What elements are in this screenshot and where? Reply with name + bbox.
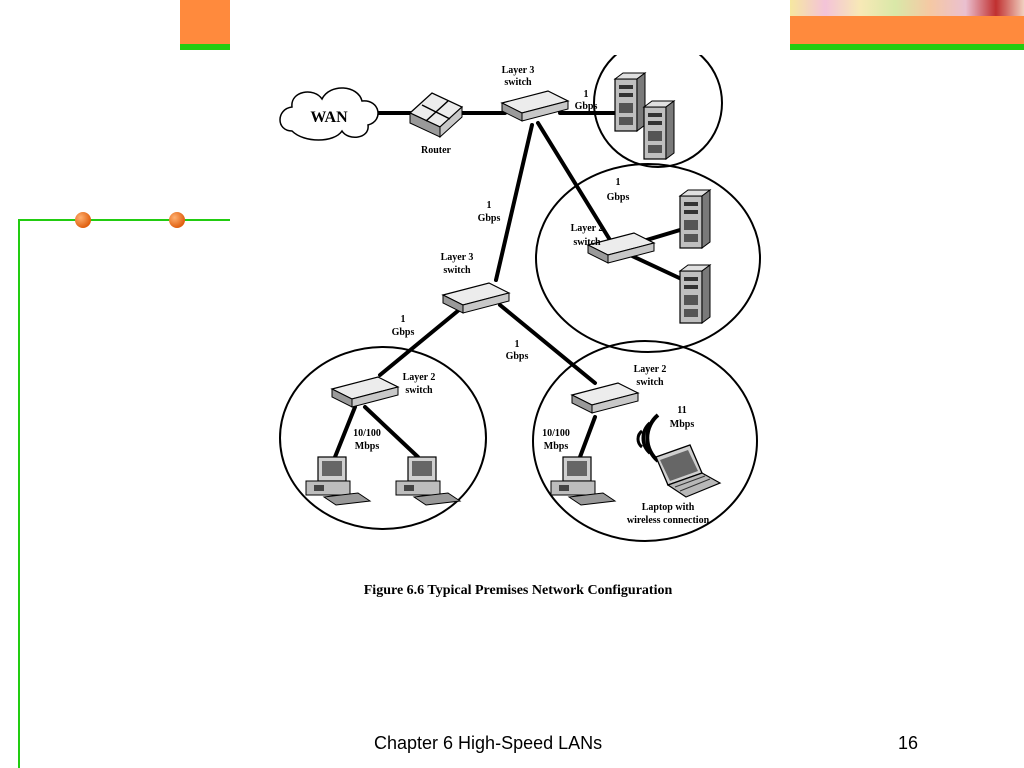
right-workgroup-circle: [532, 340, 758, 542]
right-speed-label-2: Mbps: [544, 441, 569, 452]
wan-cloud-icon: [279, 87, 379, 141]
link-mid-right-label-1: 1: [515, 339, 520, 350]
mid-layer3-switch-icon: [442, 282, 510, 314]
link-core-servers-label-2: Gbps: [575, 101, 598, 112]
orange-accent-block: [180, 0, 230, 44]
orange-bullet-dot: [169, 212, 185, 228]
wireless-speed-label-1: 11: [677, 405, 686, 416]
wireless-signal-icon: [636, 413, 660, 463]
link-core-mid-label-2: Gbps: [478, 213, 501, 224]
laptop-label-1: Laptop with: [642, 502, 695, 513]
orange-bullet-dot: [75, 212, 91, 228]
green-accent-bar-right: [790, 44, 1024, 50]
left-speed-label-1: 10/100: [353, 428, 381, 439]
wireless-speed-label-2: Mbps: [670, 419, 695, 430]
laptop-label-2: wireless connection: [627, 515, 710, 526]
right-speed-label-1: 10/100: [542, 428, 570, 439]
network-diagram: WAN Router Layer 3 switch 1 Gbps 1 Gbps …: [279, 55, 761, 598]
laptop-icon: [655, 444, 722, 498]
link-core-mid-label-1: 1: [487, 200, 492, 211]
link-core-server-switch-label-1: 1: [616, 177, 621, 188]
left-speed-label-2: Mbps: [355, 441, 380, 452]
link-mid-left: [378, 303, 467, 377]
right-layer2-switch-icon: [571, 382, 639, 414]
right-switch-label-2: switch: [636, 377, 664, 388]
link-left-pc-b: [363, 405, 420, 459]
desktop-pc-icon: [305, 456, 371, 506]
green-accent-bar: [180, 44, 230, 50]
right-switch-label-1: Layer 2: [634, 364, 667, 375]
link-core-servers-label-1: 1: [584, 89, 589, 100]
link-right-pc: [578, 415, 597, 459]
core-layer3-switch-icon: [501, 90, 569, 122]
link-mid-right: [498, 303, 597, 385]
link-core-mid: [494, 123, 534, 282]
mid-switch-label-1: Layer 3: [441, 252, 474, 263]
desktop-pc-icon: [550, 456, 616, 506]
wan-label: WAN: [310, 109, 348, 126]
left-switch-label-1: Layer 2: [403, 372, 436, 383]
link-core-server-switch: [536, 121, 612, 242]
link-mid-right-label-2: Gbps: [506, 351, 529, 362]
server-switch-circle: [535, 163, 761, 353]
server-switch-label-2: switch: [573, 237, 601, 248]
mid-switch-label-2: switch: [443, 265, 471, 276]
server-tower-icon: [679, 189, 711, 249]
page-number: 16: [898, 733, 919, 753]
server-group-circle: [593, 55, 723, 168]
core-switch-label-2: switch: [504, 77, 532, 88]
left-layer2-switch-icon: [331, 376, 399, 408]
orange-accent-block-right: [790, 16, 1024, 44]
link-core-server-switch-label-2: Gbps: [607, 192, 630, 203]
server-tower-icon: [679, 264, 711, 324]
frame-line-horizontal: [18, 219, 230, 221]
server-tower-icon: [643, 100, 675, 160]
router-label: Router: [421, 145, 452, 156]
left-workgroup-circle: [279, 346, 487, 530]
link-mid-left-label-2: Gbps: [392, 327, 415, 338]
desktop-pc-icon: [395, 456, 461, 506]
core-switch-label-1: Layer 3: [502, 65, 535, 76]
figure-caption: Figure 6.6 Typical Premises Network Conf…: [364, 583, 673, 598]
router-icon: [408, 92, 464, 139]
floral-decoration: [790, 0, 1024, 16]
server-tower-icon: [614, 72, 646, 132]
footer-title: Chapter 6 High-Speed LANs: [374, 733, 603, 753]
link-left-pc-a: [333, 405, 357, 459]
link-mid-left-label-1: 1: [401, 314, 406, 325]
frame-line-vertical: [18, 219, 20, 768]
server-switch-label-1: Layer 2: [571, 223, 604, 234]
left-switch-label-2: switch: [405, 385, 433, 396]
